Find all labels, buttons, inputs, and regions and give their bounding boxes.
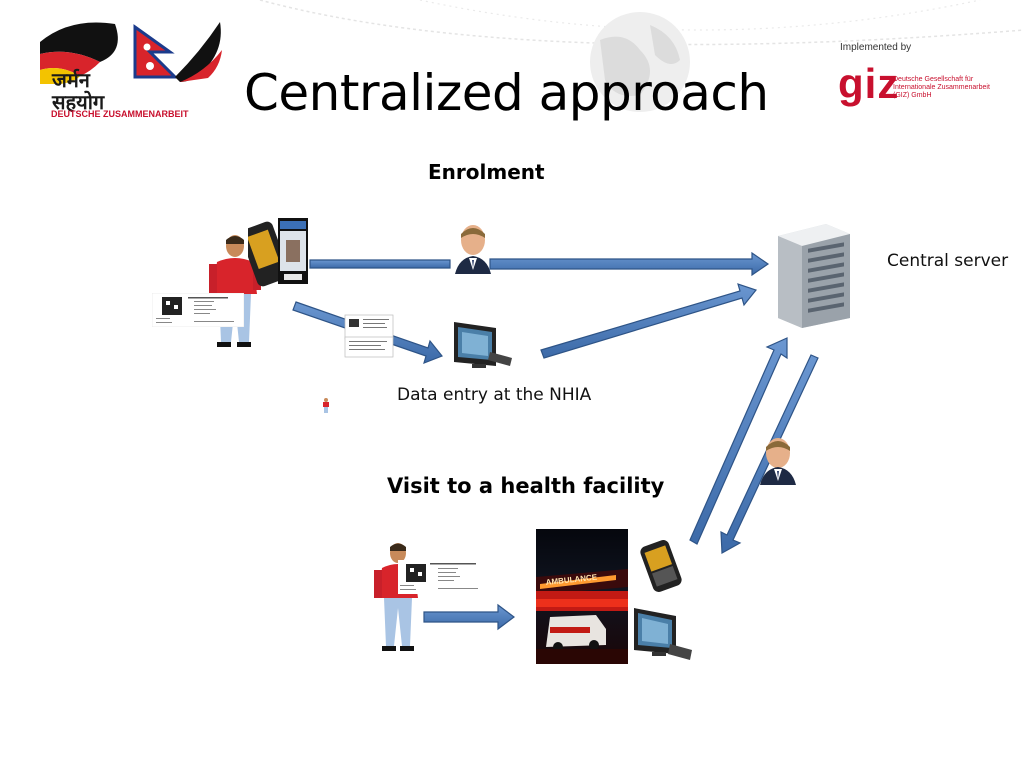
arrow-agent-to-server <box>489 251 770 277</box>
smartphone-icon <box>248 218 308 287</box>
page-title: Centralized approach <box>244 64 769 122</box>
arrow-patient-to-facility <box>423 603 515 631</box>
giz-implemented-by: Implemented by <box>840 42 912 53</box>
computer-icon <box>454 322 512 368</box>
logo-text-line1: जर्मन <box>52 68 90 92</box>
staff-icon <box>760 438 796 485</box>
server-icon <box>778 224 850 328</box>
arrow-phone-to-agent <box>309 259 451 269</box>
flag-logo <box>40 22 222 84</box>
patient-icon <box>374 543 422 651</box>
arrow-nhia-to-server <box>540 283 758 359</box>
logo-text-line3: DEUTSCHE ZUSAMMENARBEIT <box>51 109 189 119</box>
central-server-label: Central server <box>887 251 1009 271</box>
ambulance-photo: AMBULANCE <box>536 529 628 664</box>
small-person-icon <box>323 398 329 413</box>
arrow-facility-to-server <box>689 337 788 545</box>
membership-card-visit-icon <box>398 560 484 594</box>
membership-card-icon <box>152 293 244 327</box>
visit-label: Visit to a health facility <box>387 474 665 498</box>
agent-icon <box>455 225 491 274</box>
smartphone-visit-icon <box>640 540 682 592</box>
logo-text-line2: सहयोग <box>52 90 105 114</box>
computer-visit-icon <box>634 608 692 660</box>
enrolment-label: Enrolment <box>428 160 545 184</box>
data-entry-label: Data entry at the NHIA <box>397 385 592 405</box>
paper-forms-icon <box>344 314 394 358</box>
giz-subtitle: Deutsche Gesellschaft für Internationale… <box>893 76 990 99</box>
giz-logo: giz <box>838 60 900 107</box>
